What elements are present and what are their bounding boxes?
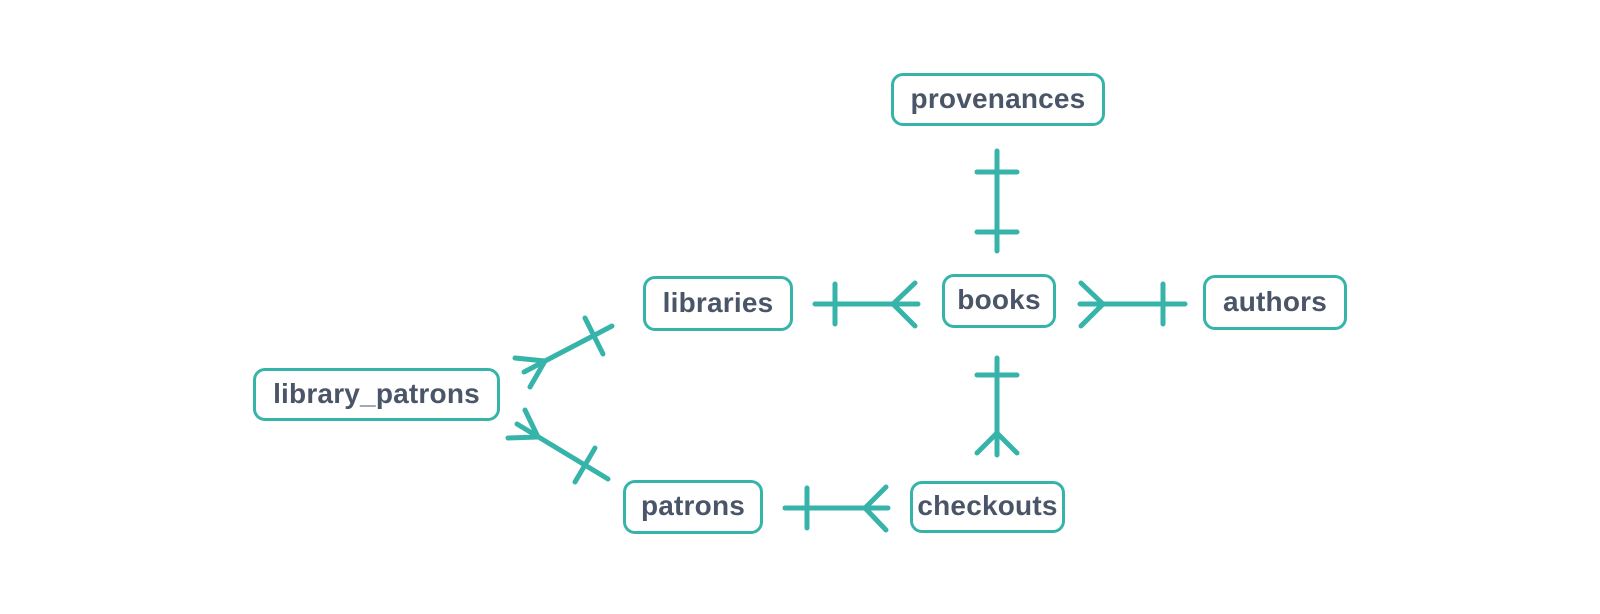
entity-label: books <box>957 284 1041 315</box>
relationship-books-checkouts <box>974 355 1020 458</box>
entity-label: library_patrons <box>273 377 480 409</box>
entity-label: patrons <box>640 490 746 521</box>
relationship-patrons-library_patrons <box>505 407 611 485</box>
entity-checkouts: checkouts <box>910 481 1065 533</box>
relationship-libraries-books <box>812 280 921 329</box>
relationship-authors-books <box>1077 280 1188 329</box>
entity-label: provenances <box>910 82 1086 114</box>
entity-provenances: provenances <box>891 73 1105 126</box>
entity-authors: authors <box>1203 275 1347 330</box>
relationship-libraries-library_patrons <box>512 315 615 390</box>
entity-library_patrons: library_patrons <box>253 368 500 421</box>
relationship-provenances-books <box>974 148 1020 254</box>
entity-patrons: patrons <box>623 480 763 534</box>
entity-libraries: libraries <box>643 276 793 331</box>
entity-books: books <box>942 274 1056 328</box>
entity-label: authors <box>1222 285 1328 317</box>
entity-label: checkouts <box>917 490 1058 521</box>
relationship-patrons-checkouts <box>782 484 891 533</box>
entity-label: libraries <box>662 286 774 318</box>
